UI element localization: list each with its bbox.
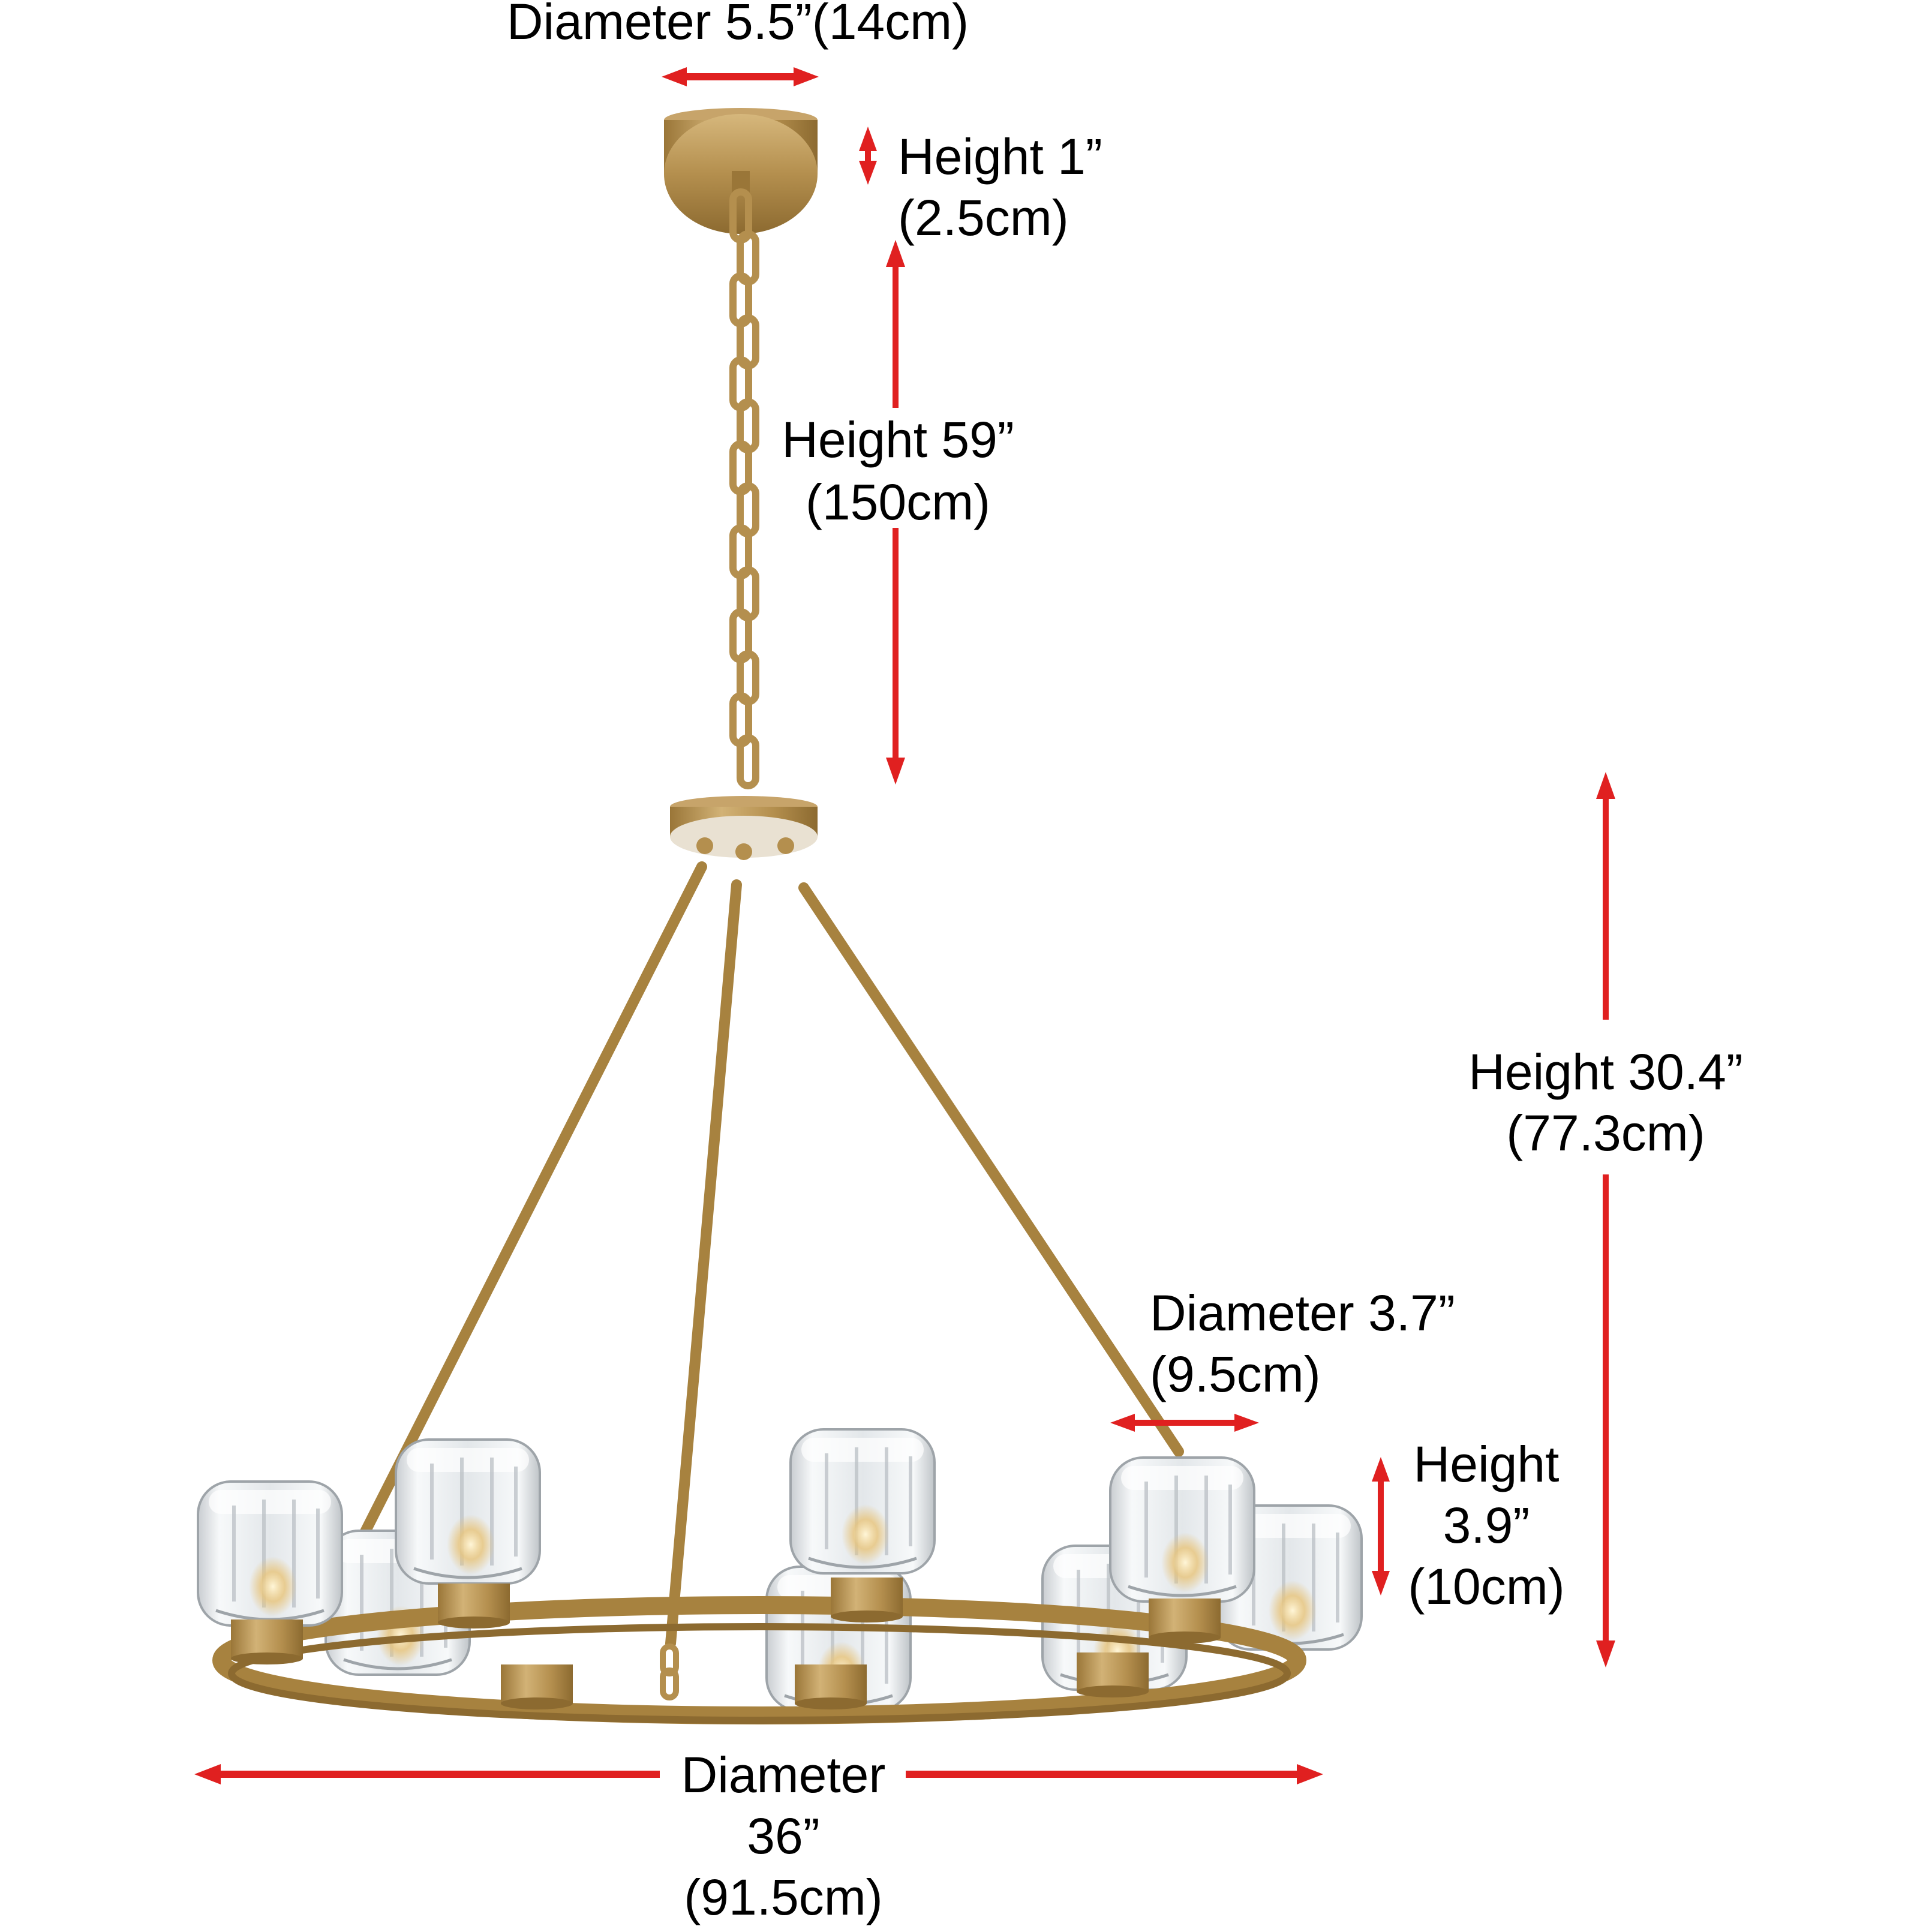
canopy-height-arrow-icon	[859, 127, 877, 185]
shade-height-metric-label: (10cm)	[1408, 1558, 1564, 1615]
chain-height-metric-label: (150cm)	[806, 474, 990, 530]
hanging-chain	[729, 188, 759, 789]
ceiling-canopy	[664, 108, 818, 234]
canopy-diameter-label: Diameter 5.5”(14cm)	[507, 0, 969, 50]
canopy-height-metric-label: (2.5cm)	[898, 190, 1069, 246]
body-height-arrow-icon	[1596, 772, 1615, 1667]
canopy-diameter-arrow-icon	[662, 67, 819, 86]
shade-height-arrow-icon	[1372, 1457, 1390, 1596]
center-drop-chain	[660, 1643, 679, 1700]
shade-diameter-label: Diameter 3.7”	[1150, 1285, 1455, 1341]
body-height-label: Height 30.4”	[1468, 1044, 1743, 1100]
ring-diameter-metric-label: (91.5cm)	[684, 1869, 882, 1925]
chandelier-ring	[212, 1596, 1306, 1724]
support-rods	[327, 861, 1184, 1649]
ring-diameter-label: Diameter	[681, 1747, 886, 1803]
shade-height-value: 3.9”	[1443, 1497, 1530, 1554]
center-hub	[670, 796, 818, 860]
ring-diameter-arrow-icon	[194, 1764, 1323, 1784]
ring-diameter-value: 36”	[747, 1808, 819, 1864]
chain-height-label: Height 59”	[782, 411, 1014, 468]
shade-diameter-metric-label: (9.5cm)	[1150, 1346, 1321, 1402]
chain-height-arrow-icon	[886, 240, 905, 785]
shade-height-label: Height	[1414, 1436, 1560, 1492]
body-height-metric-label: (77.3cm)	[1506, 1105, 1705, 1161]
canopy-height-label: Height 1”	[898, 128, 1102, 185]
shade-diameter-arrow-icon	[1110, 1414, 1259, 1432]
